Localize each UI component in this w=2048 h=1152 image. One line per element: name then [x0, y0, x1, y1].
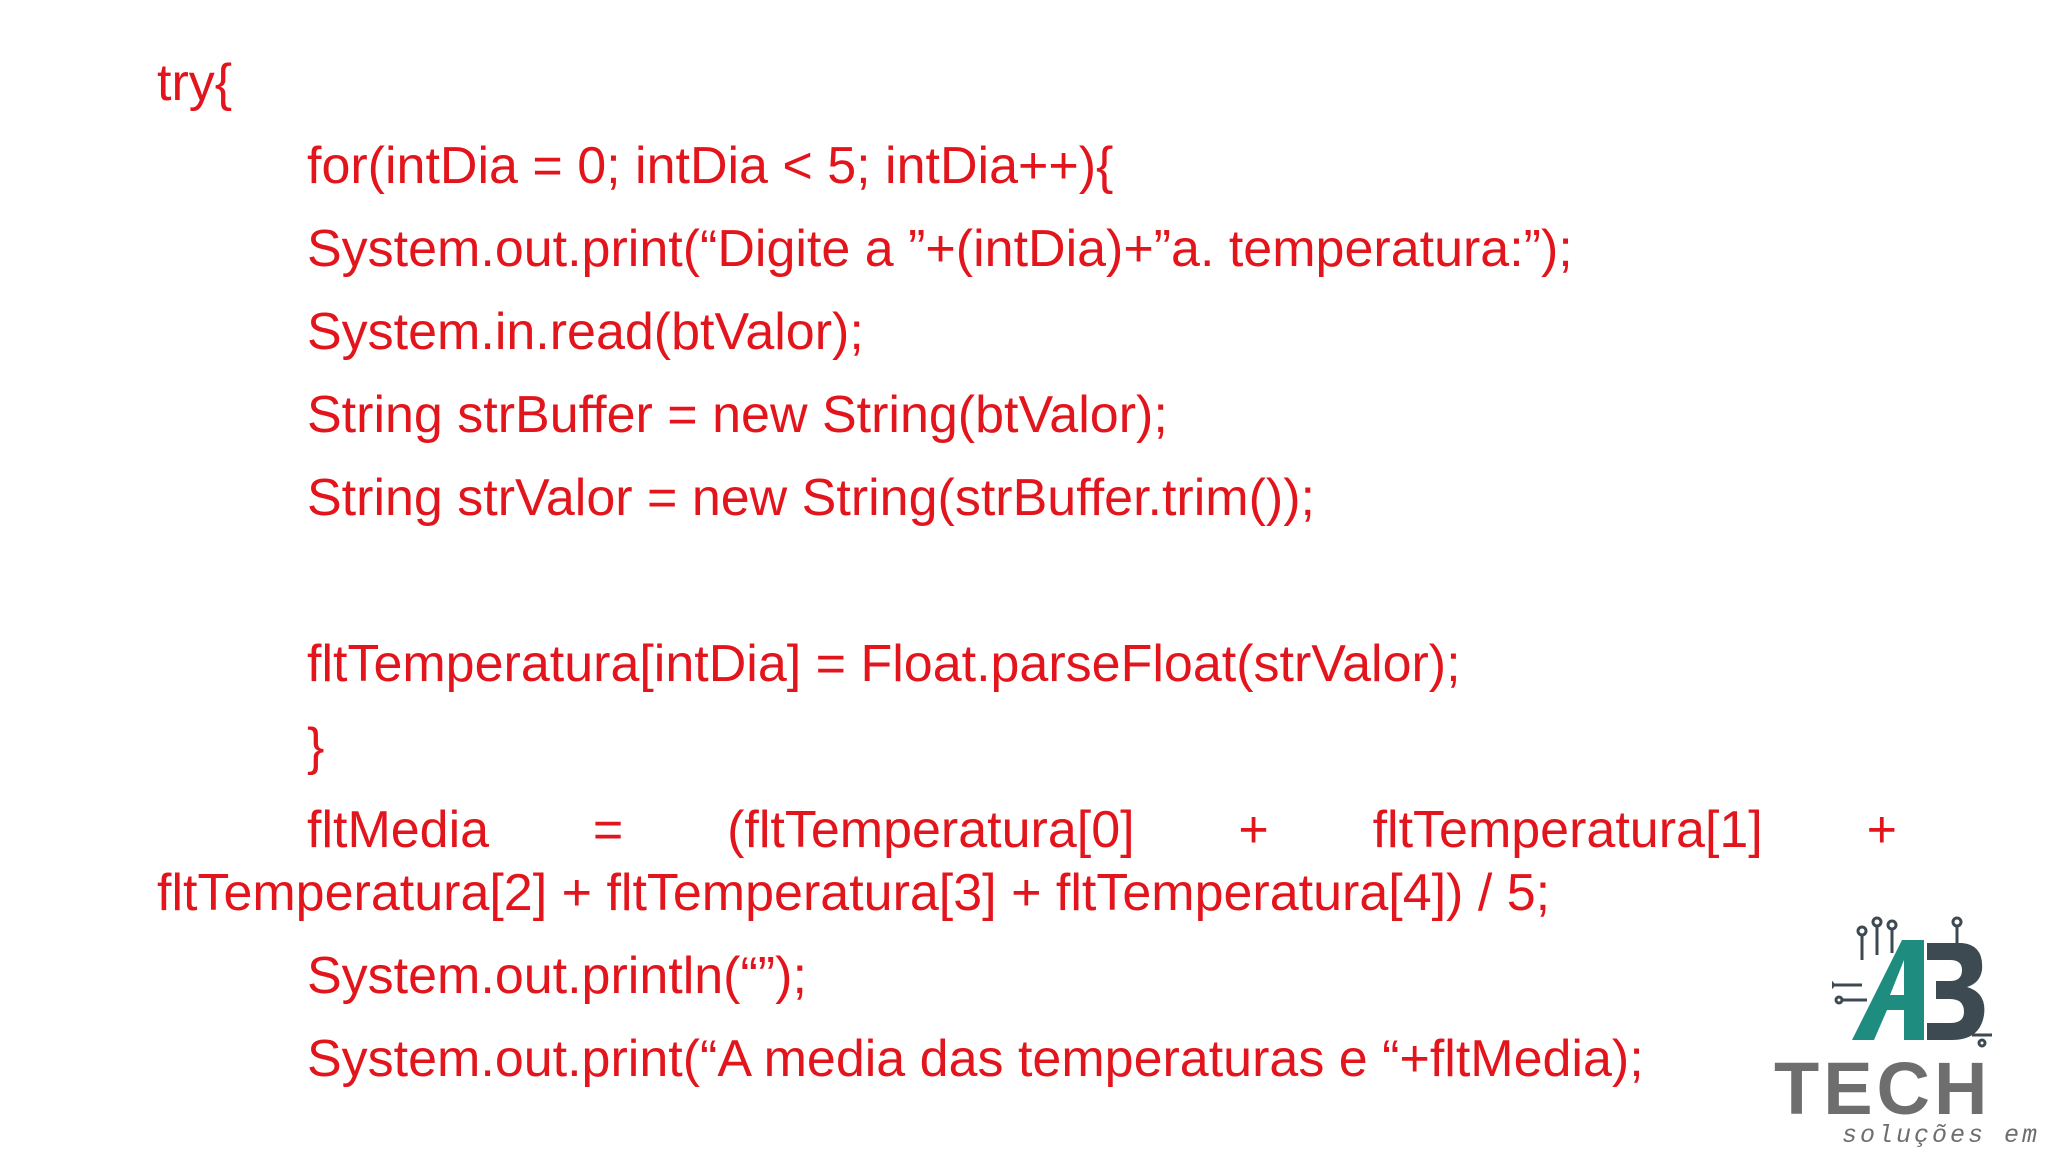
code-line-media-cont: fltTemperatura[2] + fltTemperatura[3] + … [157, 864, 1551, 922]
a3-logo-mark-icon [1832, 916, 1992, 1048]
code-line-result: System.out.print(“A media das temperatur… [307, 1030, 1644, 1088]
media-token: (fltTemperatura[0] [727, 801, 1135, 859]
code-line-close: } [307, 718, 325, 776]
code-line-buffer: String strBuffer = new String(btValor); [307, 386, 1168, 444]
media-token: + [1866, 801, 1897, 859]
media-token: + [1238, 801, 1269, 859]
code-line-blank [157, 550, 1897, 633]
media-token: fltMedia [307, 801, 490, 859]
code-line-read: System.in.read(btValor); [307, 303, 864, 361]
code-line-try: try{ [157, 54, 233, 112]
code-line-println: System.out.println(“”); [307, 947, 807, 1005]
media-token: = [592, 801, 624, 859]
code-line-media: fltMedia = (fltTemperatura[0] + fltTempe… [157, 799, 1897, 862]
code-block: try{ for(intDia = 0; intDia < 5; intDia+… [157, 52, 1897, 1111]
code-line-parse: fltTemperatura[intDia] = Float.parseFloa… [307, 635, 1461, 693]
company-logo: TECH soluções em ti [1772, 915, 2048, 1152]
media-token: fltTemperatura[1] [1372, 801, 1763, 859]
code-line-valor: String strValor = new String(strBuffer.t… [307, 469, 1316, 527]
code-line-for: for(intDia = 0; intDia < 5; intDia++){ [307, 137, 1114, 195]
code-line-print: System.out.print(“Digite a ”+(intDia)+”a… [307, 220, 1573, 278]
logo-tagline: soluções em ti [1842, 1121, 2048, 1150]
logo-name: TECH [1774, 1047, 1992, 1130]
